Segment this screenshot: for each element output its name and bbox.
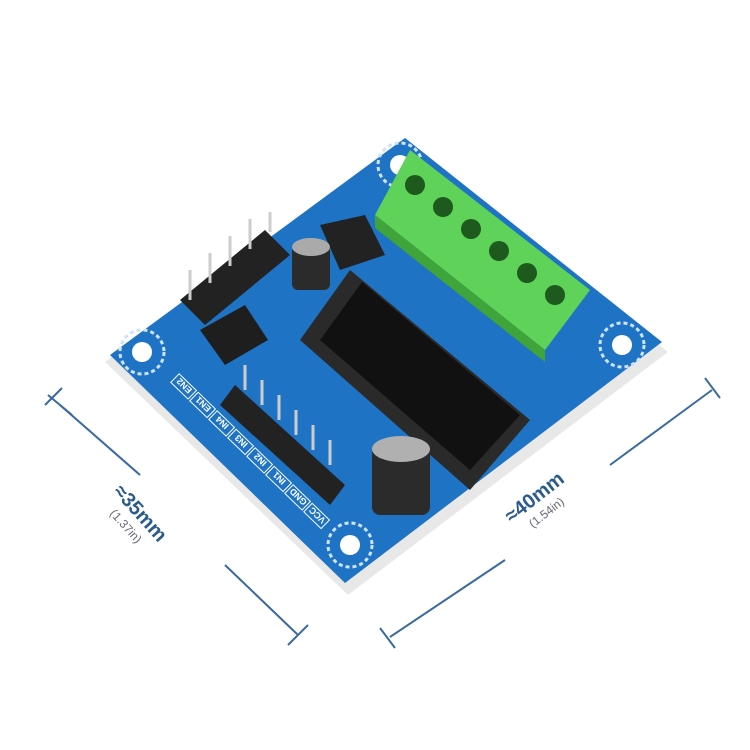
screw-terminal-block [375, 150, 590, 362]
l293d-chip [300, 270, 530, 490]
jumper [200, 305, 268, 365]
pin-header-bottom [220, 365, 345, 505]
electrolytic-capacitor [372, 436, 430, 515]
voltage-regulator [320, 215, 385, 270]
electrolytic-capacitor [292, 238, 330, 290]
dimension-line-width [44, 387, 309, 646]
pin-header-top [180, 212, 290, 325]
dimension-line-length [379, 377, 721, 649]
